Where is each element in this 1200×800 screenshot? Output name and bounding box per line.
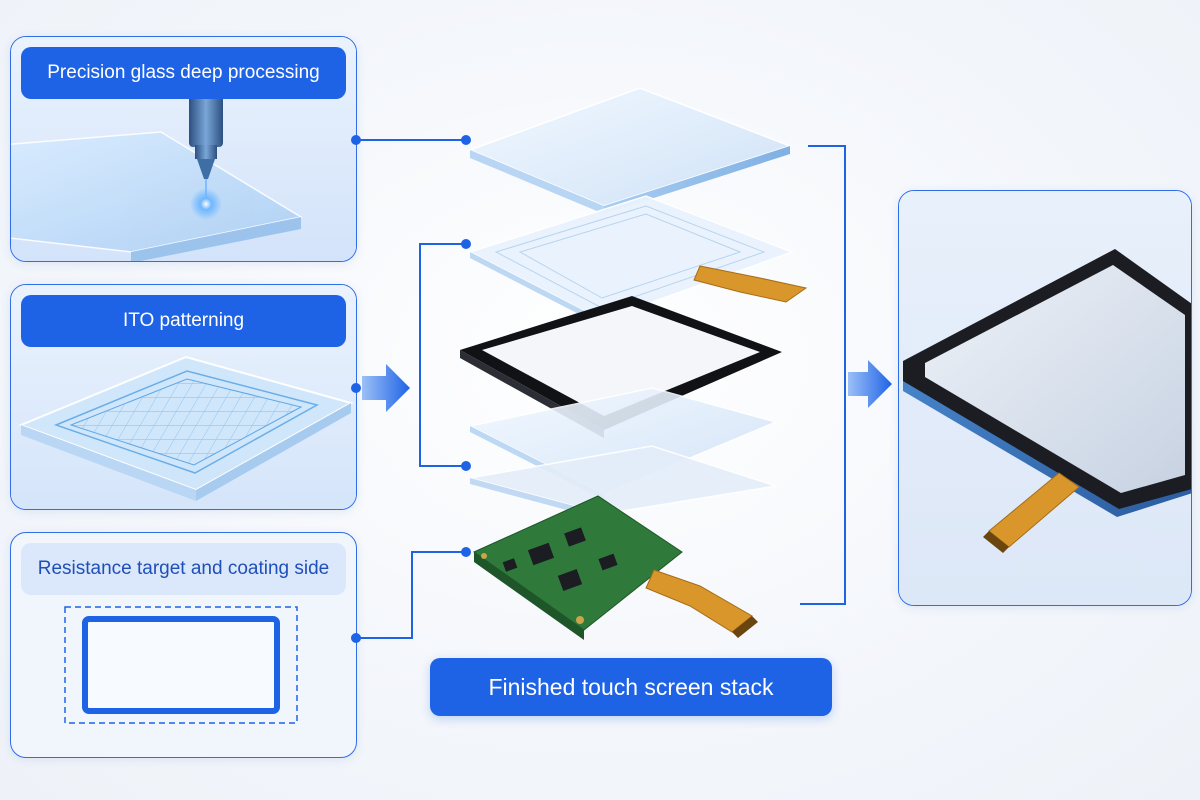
coating-frame: [82, 616, 280, 714]
tablet-screen: [925, 265, 1185, 493]
ito-electrode-grid: [69, 378, 303, 466]
finished-tablet-illustration: [899, 191, 1191, 605]
connector-dot-icon: [351, 135, 361, 145]
flow-arrow-icon: [362, 364, 410, 412]
layer-controller-pcb: [472, 495, 758, 640]
layer-base-glass: [469, 445, 777, 520]
connector-dot-icon: [461, 461, 471, 471]
laser-nozzle-icon: [189, 95, 223, 147]
coating-dashed-outline: [64, 606, 298, 724]
step-card-glass-processing: Precision glass deep processing: [10, 36, 357, 262]
flow-arrow-icon: [848, 360, 892, 408]
step-title-resistance-target: Resistance target and coating side: [21, 543, 346, 595]
connector-ito-bracket: [419, 243, 466, 467]
finished-device-card: [898, 190, 1192, 606]
pcb-flex-cable: [645, 569, 753, 633]
coating-frame-illustration: [64, 606, 298, 724]
connector-dot-icon: [351, 383, 361, 393]
ito-flex-tail: [693, 265, 808, 303]
stack-bracket: [800, 145, 846, 605]
layer-cover-glass: [467, 87, 793, 214]
step-card-resistance-target: Resistance target and coating side: [10, 532, 357, 758]
layer-ito-sensor: [468, 195, 808, 326]
connector-dot-icon: [351, 633, 361, 643]
connector-dot-icon: [461, 547, 471, 557]
finished-stack-banner: Finished touch screen stack: [430, 658, 832, 716]
flex-cable: [988, 472, 1080, 548]
connector-coating-to-pcb: [356, 551, 466, 639]
connector-dot-icon: [461, 135, 471, 145]
connector-dot-icon: [461, 239, 471, 249]
step-title-glass-processing: Precision glass deep processing: [21, 47, 346, 99]
step-card-ito-patterning: ITO patterning: [10, 284, 357, 510]
step-title-ito-patterning: ITO patterning: [21, 295, 346, 347]
